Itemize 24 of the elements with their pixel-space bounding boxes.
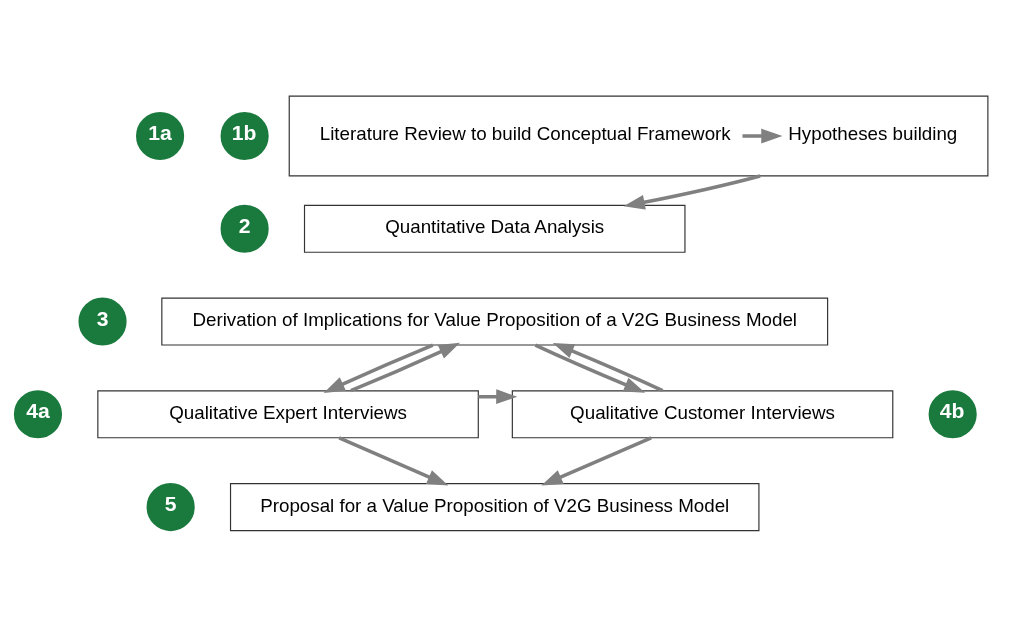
node-circle: 2: [218, 202, 272, 256]
node-circle: 4b: [926, 387, 980, 441]
arrow: [350, 342, 461, 393]
node-box: Quantitative Data Analysis: [303, 204, 686, 253]
arrow: [534, 343, 646, 393]
node-text: Literature Review to build Conceptual Framework: [319, 123, 731, 145]
node-circle: 1b: [218, 109, 272, 163]
node-box: Derivation of Implications for Value Proposition of a V2G Business Model: [161, 297, 829, 346]
node-circle: 4a: [11, 387, 65, 441]
node-circle: 3: [76, 295, 129, 348]
node-circle: 5: [144, 480, 198, 534]
arrow: [742, 128, 783, 144]
arrow: [541, 436, 652, 486]
node-box: Qualitative Expert Interviews: [97, 390, 479, 439]
arrow: [323, 343, 434, 393]
arrow: [478, 389, 518, 405]
node-circle: 1a: [133, 109, 187, 163]
cluster: [288, 95, 989, 177]
arrow: [338, 436, 449, 486]
node-box: Qualitative Customer Interviews: [511, 390, 894, 439]
arrow: [623, 174, 761, 210]
node-box: Proposal for a Value Proposition of V2G Business Model: [229, 483, 760, 532]
node-text: Hypotheses building: [788, 123, 958, 145]
arrow: [552, 343, 664, 393]
